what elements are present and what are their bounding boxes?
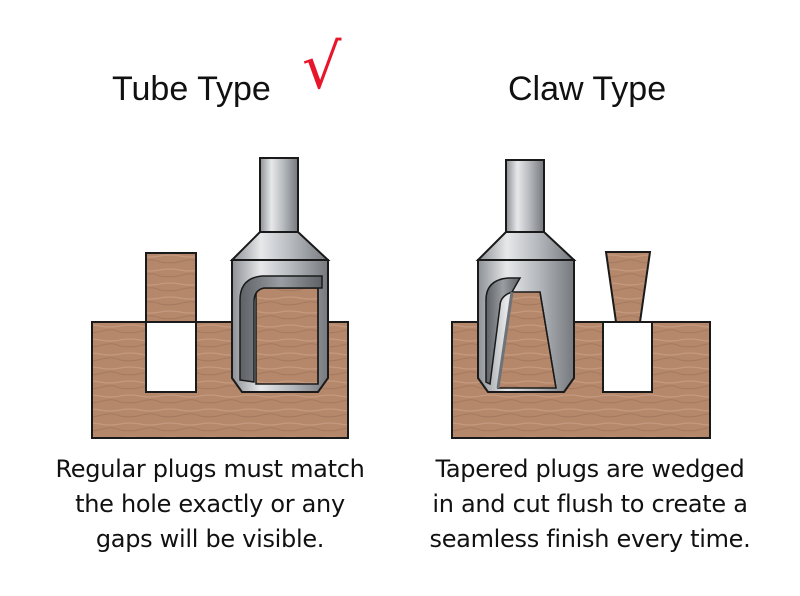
cutter-neck-left	[229, 231, 331, 261]
plug-left	[145, 252, 197, 323]
caption-line: Regular plugs must match	[55, 455, 365, 483]
caption-line: Tapered plugs are wedged	[435, 455, 745, 483]
claw-type-title: Claw Type	[508, 70, 667, 108]
cutter-neck-right	[475, 231, 577, 261]
plug-cutter-diagram	[91, 157, 711, 439]
caption-line: the hole exactly or any	[75, 490, 345, 518]
caption-line: seamless finish every time.	[429, 525, 751, 553]
tube-type-caption: Regular plugs must match the hole exactl…	[30, 452, 390, 557]
claw-type-illustration	[451, 159, 711, 439]
tapered-plug	[604, 251, 652, 323]
caption-line: in and cut flush to create a	[432, 490, 748, 518]
cutter-shank-left	[259, 157, 299, 235]
caption-line: gaps will be visible.	[95, 525, 325, 553]
tube-type-title: Tube Type	[112, 70, 271, 108]
check-mark-icon: √	[302, 30, 342, 103]
hole-left	[145, 321, 197, 393]
cutter-shank-right	[505, 159, 545, 235]
claw-type-caption: Tapered plugs are wedged in and cut flus…	[410, 452, 770, 557]
hole-right	[602, 321, 653, 393]
tube-type-illustration	[91, 157, 349, 439]
